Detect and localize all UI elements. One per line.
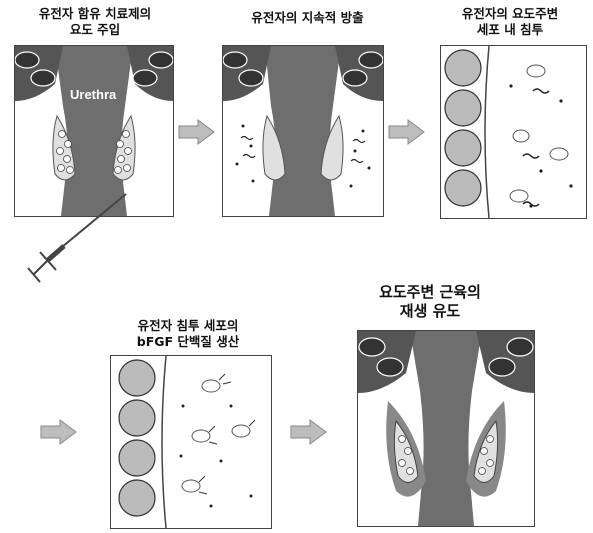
caption-line: 유전자의 요도주변 [440,6,580,22]
panel-regeneration [357,330,535,527]
caption-step-5: 요도주변 근육의 재생 유도 [360,283,500,321]
caption-line: bFGF 단백질 생산 [108,334,268,350]
caption-line: 유전자 함유 치료제의 [10,6,180,22]
panel-release [222,45,384,217]
caption-line: 요도주변 근육의 [360,283,500,302]
caption-step-3: 유전자의 요도주변 세포 내 침투 [440,6,580,38]
panel-bfgf-production [110,355,272,529]
arrow-4-icon [290,418,328,446]
syringe-icon [26,190,136,285]
caption-line: 재생 유도 [360,302,500,321]
arrow-2-icon [388,118,426,146]
caption-line: 유전자의 지속적 방출 [220,10,395,26]
arrow-1-icon [178,118,216,146]
caption-line: 유전자 침투 세포의 [108,318,268,334]
caption-step-1: 유전자 함유 치료제의 요도 주입 [10,6,180,38]
panel-penetration [440,45,587,219]
caption-line: 세포 내 침투 [440,22,580,38]
urethra-label: Urethra [70,87,117,102]
arrow-3-icon [40,418,78,446]
caption-step-4: 유전자 침투 세포의 bFGF 단백질 생산 [108,318,268,350]
caption-line: 요도 주입 [10,22,180,38]
caption-step-2: 유전자의 지속적 방출 [220,10,395,26]
